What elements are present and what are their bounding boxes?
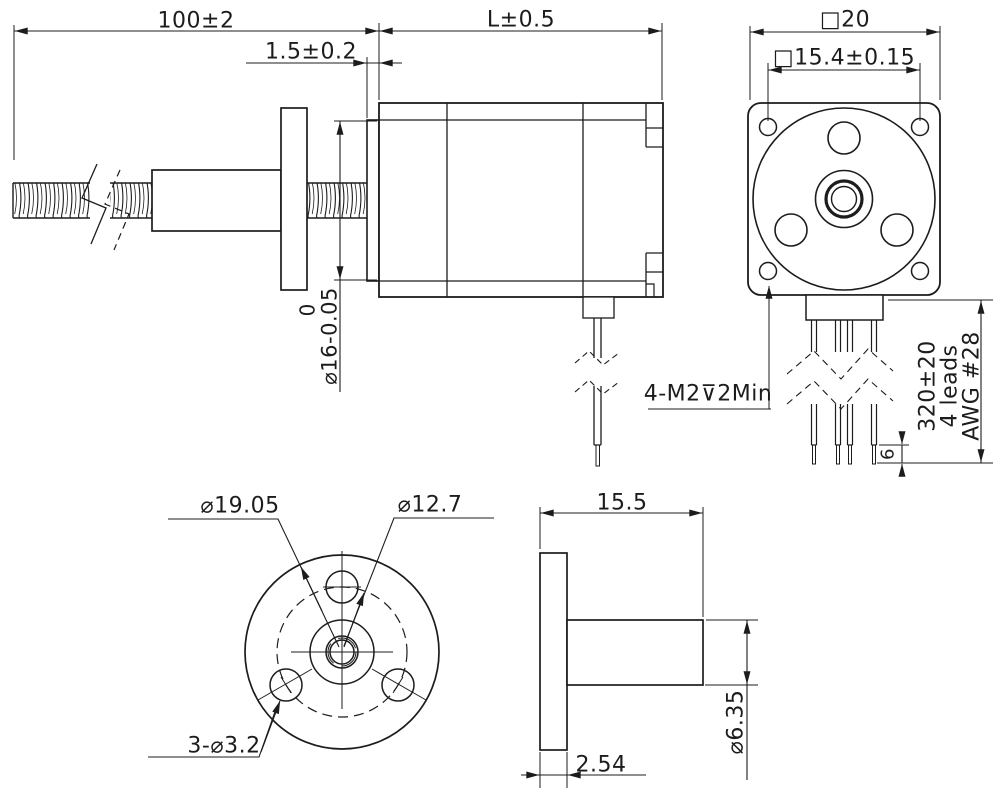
dim-nut-length: 15.5 [596, 490, 648, 516]
dim-flange-thickness: 2.54 [575, 752, 627, 778]
screw-break-symbol [81, 163, 130, 251]
center-hub [814, 169, 874, 229]
note-mount-holes: 4-M2⊽2Min [643, 381, 773, 407]
dim-flange-holes: 3-⌀3.2 [187, 733, 261, 759]
flange-side-dimensions [521, 507, 758, 788]
pilot-boss-side [366, 119, 380, 282]
motor-side-view [12, 23, 664, 467]
dim-pilot-diameter: 0 ⌀16-0.05 [295, 287, 342, 385]
nut-barrel [566, 619, 704, 686]
dim-flange-od: ⌀19.05 [200, 493, 280, 519]
flange-plate-side [280, 107, 308, 291]
wire-exit-side [574, 296, 620, 467]
dim-lead-length: 320±20 [915, 340, 941, 432]
dim-frame-size: □20 [819, 7, 871, 33]
note-lead-count: 4 leads [937, 344, 963, 428]
motor-front-view [648, 26, 993, 477]
centerlines [257, 551, 427, 709]
motor-face-circle [752, 107, 936, 291]
dim-body-length: L±0.5 [486, 7, 556, 33]
lead-wires [786, 294, 894, 465]
rear-screw-threads [307, 182, 367, 219]
flange-leaders [148, 517, 494, 758]
dim-barrel-diameter: ⌀6.35 [723, 689, 749, 755]
flange-side-view [521, 507, 758, 788]
nut-barrel-side [151, 169, 282, 232]
motor-face-outline [747, 102, 941, 296]
dim-overall-length: 100±2 [157, 8, 235, 34]
m2-leader [648, 288, 771, 410]
front-view-dimensions [648, 26, 993, 477]
dim-bolt-circle: ⌀12.7 [397, 492, 463, 518]
pilot-diameter-value: ⌀16-0.05 [317, 287, 342, 385]
pilot-upper-tolerance: 0 [295, 303, 320, 317]
flange-front-view [148, 517, 494, 758]
flange-holes-front [774, 121, 914, 247]
dim-mount-spacing: □15.4±0.15 [772, 45, 916, 71]
side-view-dimensions [13, 23, 663, 392]
flange-plate [539, 552, 568, 751]
dim-strip-length: 6 [877, 448, 899, 460]
lead-screw-threads [12, 182, 152, 219]
motor-body-side [378, 102, 664, 298]
dim-boss-length: 1.5±0.2 [265, 39, 357, 65]
note-wire-gauge: AWG #28 [959, 331, 985, 441]
wire-break-symbol [786, 348, 894, 380]
